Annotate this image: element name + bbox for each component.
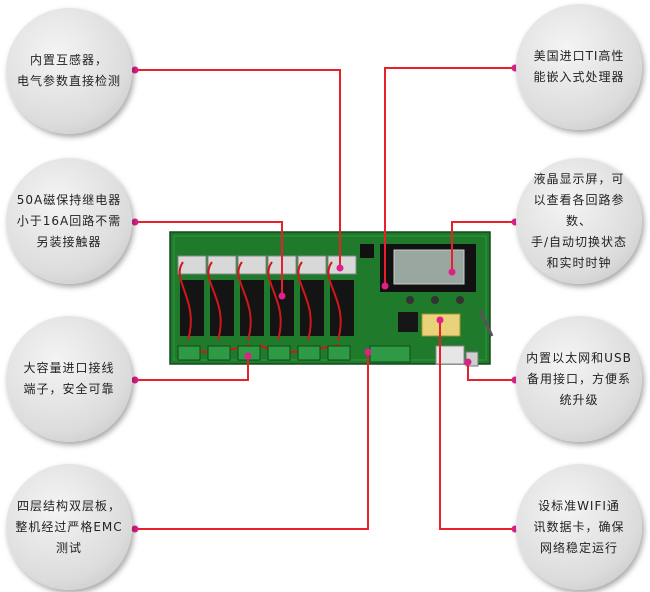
callout-lcd-text: 液晶显示屏，可 以查看各回路参数、 手/自动切换状态 和实时时钟 — [530, 171, 628, 270]
callout-relay-text: 50A磁保持继电器 小于16A回路不需 另装接触器 — [16, 192, 122, 249]
relay-body — [300, 280, 324, 336]
callout-terminal: 大容量进口接线 端子，安全可靠 — [6, 316, 132, 442]
callout-lcd: 液晶显示屏，可 以查看各回路参数、 手/自动切换状态 和实时时钟 — [516, 158, 642, 284]
callout-terminal-text: 大容量进口接线 端子，安全可靠 — [23, 361, 115, 396]
antenna — [478, 309, 494, 337]
panel-button — [456, 296, 464, 304]
circuit-board — [169, 231, 494, 367]
terminal — [177, 345, 201, 361]
terminal — [267, 345, 291, 361]
callout-pcb: 四层结构双层板， 整机经过严格EMC 测试 — [6, 464, 132, 590]
leader-wifi — [439, 320, 515, 530]
callout-cpu: 美国进口TI高性 能嵌入式处理器 — [516, 4, 642, 130]
leader-ct — [135, 69, 341, 268]
callout-ct: 内置互感器， 电气参数直接检测 — [6, 8, 132, 134]
relay-cap — [207, 255, 237, 275]
leader-terminal — [135, 356, 249, 381]
panel-button — [406, 296, 414, 304]
leader-relay — [135, 221, 283, 296]
relay-body — [240, 280, 264, 336]
callout-ethernet: 内置以太网和USB 备用接口，方便系 统升级 — [516, 316, 642, 442]
leader-lcd — [451, 221, 515, 272]
leader-pcb — [135, 352, 369, 530]
lcd-screen — [393, 249, 465, 285]
leader-cpu — [384, 67, 515, 286]
relay-cap — [237, 255, 267, 275]
callout-pcb-text: 四层结构双层板， 整机经过严格EMC 测试 — [15, 498, 123, 555]
leader-lines — [135, 67, 515, 530]
relay-row — [177, 255, 357, 336]
relay-cap — [297, 255, 327, 275]
processor-chip — [398, 312, 418, 332]
terminal-wide — [369, 345, 411, 363]
terminal — [207, 345, 231, 361]
leader-ethernet — [467, 362, 515, 381]
relay-body — [330, 280, 354, 336]
ethernet-port — [435, 345, 465, 365]
relay-cap — [177, 255, 207, 275]
terminal-blocks — [177, 345, 411, 363]
panel-button — [431, 296, 439, 304]
terminal — [327, 345, 351, 361]
callout-ethernet-text: 内置以太网和USB 备用接口，方便系 统升级 — [526, 350, 632, 407]
terminal — [297, 345, 321, 361]
relay-cap — [327, 255, 357, 275]
callout-cpu-text: 美国进口TI高性 能嵌入式处理器 — [533, 49, 625, 84]
callout-relay: 50A磁保持继电器 小于16A回路不需 另装接触器 — [6, 158, 132, 284]
callout-wifi-text: 设标准WIFI通 讯数据卡，确保 网络稳定运行 — [533, 498, 625, 555]
callout-ct-text: 内置互感器， 电气参数直接检测 — [16, 53, 121, 88]
logo-chip — [360, 244, 374, 258]
callout-wifi: 设标准WIFI通 讯数据卡，确保 网络稳定运行 — [516, 464, 642, 590]
relay-body — [210, 280, 234, 336]
